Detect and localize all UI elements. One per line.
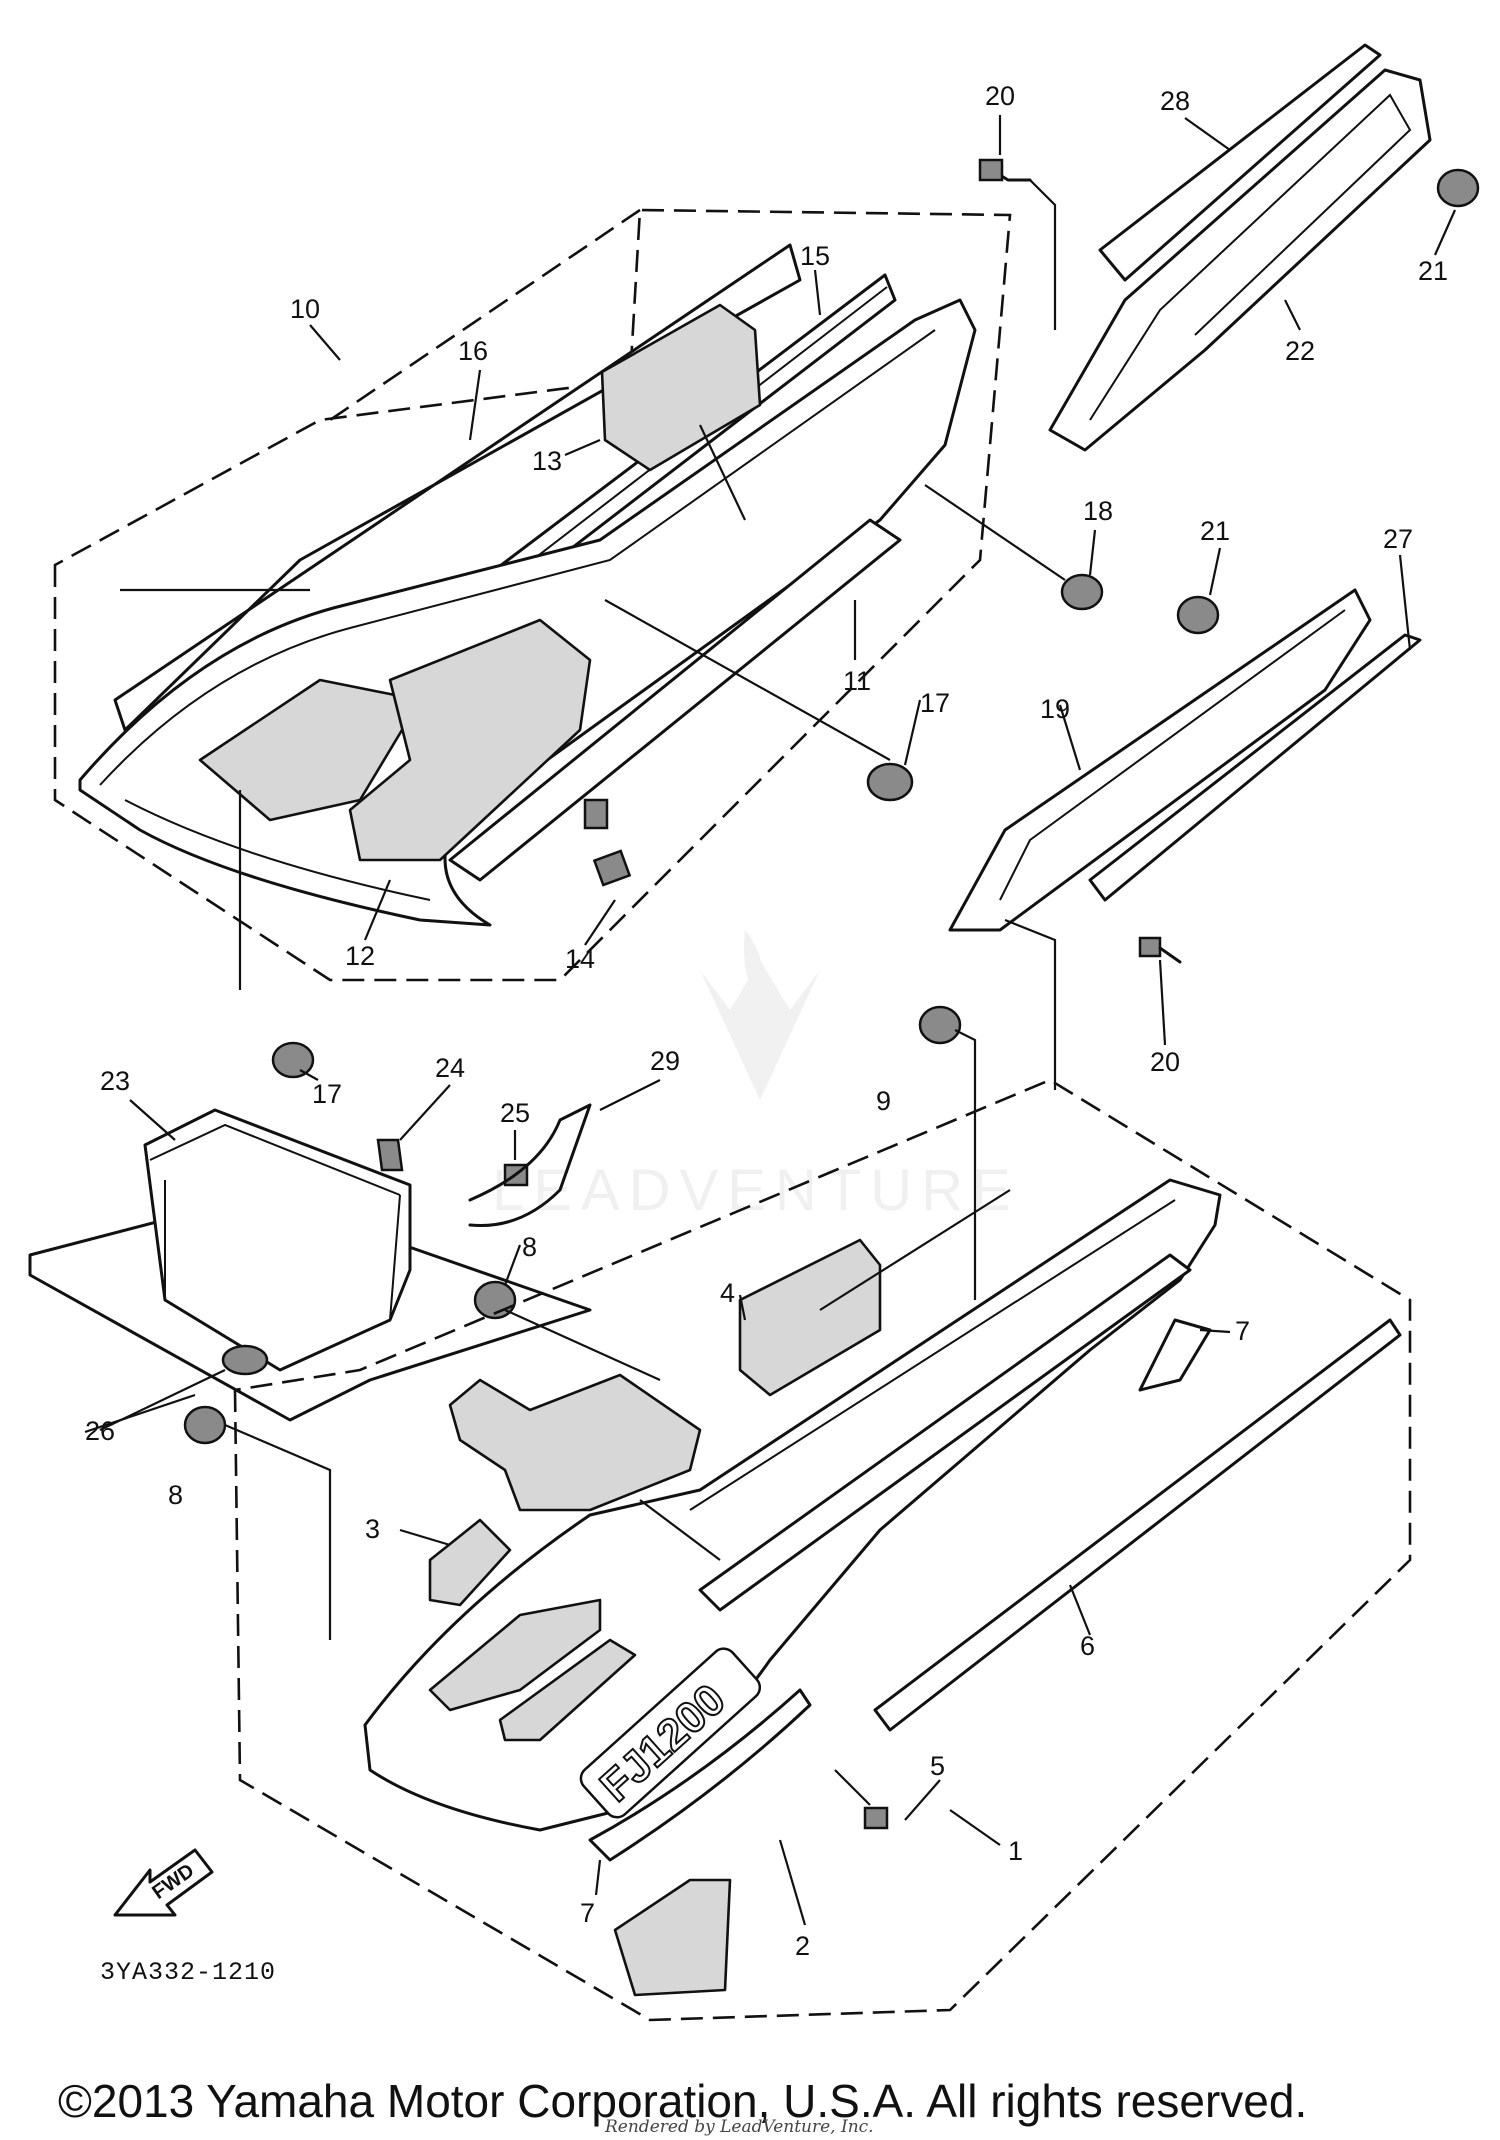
insert-3 (448, 1373, 702, 1512)
battery-box-assembly (28, 1041, 661, 1640)
callout-numbers: 1 2 3 4 5 6 7 7 8 8 9 10 11 12 13 14 15 … (85, 81, 1448, 1961)
cover-grille (198, 678, 422, 822)
callout-20a: 20 (985, 81, 1015, 111)
cover-19 (948, 588, 1372, 932)
trim-7-upper (1138, 1318, 1212, 1392)
callout-2: 2 (795, 1931, 810, 1961)
battery-box-23 (143, 1108, 412, 1372)
upper-cover-assembly (53, 208, 1104, 990)
callout-11: 11 (843, 666, 871, 696)
vent-upper (428, 1598, 602, 1712)
callout-21a: 21 (1418, 256, 1448, 286)
trim-27 (1088, 633, 1422, 902)
clip-14 (592, 849, 632, 887)
clip-24 (376, 1138, 404, 1172)
bolt-20-lower (1138, 936, 1162, 958)
callout-6: 6 (1080, 1631, 1095, 1661)
callout-9: 9 (876, 1086, 891, 1116)
grommet-21-upper (1436, 168, 1480, 208)
vent-lower (498, 1638, 637, 1742)
callout-13: 13 (532, 446, 562, 476)
callout-21b: 21 (1200, 516, 1230, 546)
fwd-arrow: FWD (113, 1848, 214, 1917)
callout-29: 29 (650, 1046, 680, 1076)
rear-upper-parts (948, 43, 1480, 1090)
leadventure-watermark: LEADVENTURE (492, 930, 1020, 1223)
strap-29 (468, 1103, 592, 1228)
trim-28 (1098, 43, 1382, 282)
grommet-18 (1060, 573, 1104, 611)
callout-15: 15 (800, 241, 830, 271)
callout-8a: 8 (522, 1232, 537, 1262)
callout-leaders (84, 115, 1457, 1926)
callout-17a: 17 (920, 688, 950, 718)
callout-24: 24 (435, 1053, 465, 1083)
callout-16: 16 (458, 336, 488, 366)
callout-23: 23 (100, 1066, 130, 1096)
cover-22 (1048, 68, 1432, 452)
callout-8b: 8 (168, 1480, 183, 1510)
callout-18: 18 (1083, 496, 1113, 526)
callout-3: 3 (365, 1514, 380, 1544)
grommet-21-lower (1176, 595, 1220, 635)
callout-28: 28 (1160, 86, 1190, 116)
callout-7b: 7 (580, 1898, 595, 1928)
callout-5: 5 (930, 1751, 945, 1781)
copyright-notice: ©2013 Yamaha Motor Corporation, U.S.A. A… (58, 2075, 1308, 2127)
callout-20b: 20 (1150, 1047, 1180, 1077)
pad-13 (600, 303, 762, 472)
assembly-outline-10 (53, 208, 1012, 982)
callout-10: 10 (290, 294, 320, 324)
rendered-by-notice: Rendered by LeadVenture, Inc. (605, 2117, 874, 2137)
callout-22: 22 (1285, 336, 1315, 366)
lower-cover-assembly: FJ1200 (233, 1005, 1412, 2022)
grommet-8-lower (183, 1405, 227, 1445)
callout-14: 14 (565, 944, 595, 974)
insert-front (613, 1878, 732, 1997)
assembly-outline-1 (233, 1078, 1412, 2022)
grommet-17-lower (271, 1041, 315, 1079)
callout-12: 12 (345, 941, 375, 971)
cushion-26 (221, 1344, 269, 1376)
callout-7a: 7 (1235, 1316, 1250, 1346)
grommet-9 (918, 1005, 962, 1045)
callout-27: 27 (1383, 524, 1413, 554)
drawing-code: 3YA332-1210 (100, 1958, 277, 1987)
callout-1: 1 (1008, 1836, 1023, 1866)
clip-5 (863, 1806, 889, 1830)
callout-4: 4 (720, 1278, 735, 1308)
callout-17b: 17 (312, 1079, 342, 1109)
callout-25: 25 (500, 1098, 530, 1128)
insert-12 (348, 618, 592, 862)
trim-6 (873, 1318, 1402, 1732)
trim-7-lower (588, 1688, 812, 1862)
watermark-text: LEADVENTURE (492, 1158, 1020, 1223)
grommet-17-upper (866, 762, 914, 802)
model-badge (579, 1647, 762, 1819)
pad-4 (738, 1238, 882, 1397)
